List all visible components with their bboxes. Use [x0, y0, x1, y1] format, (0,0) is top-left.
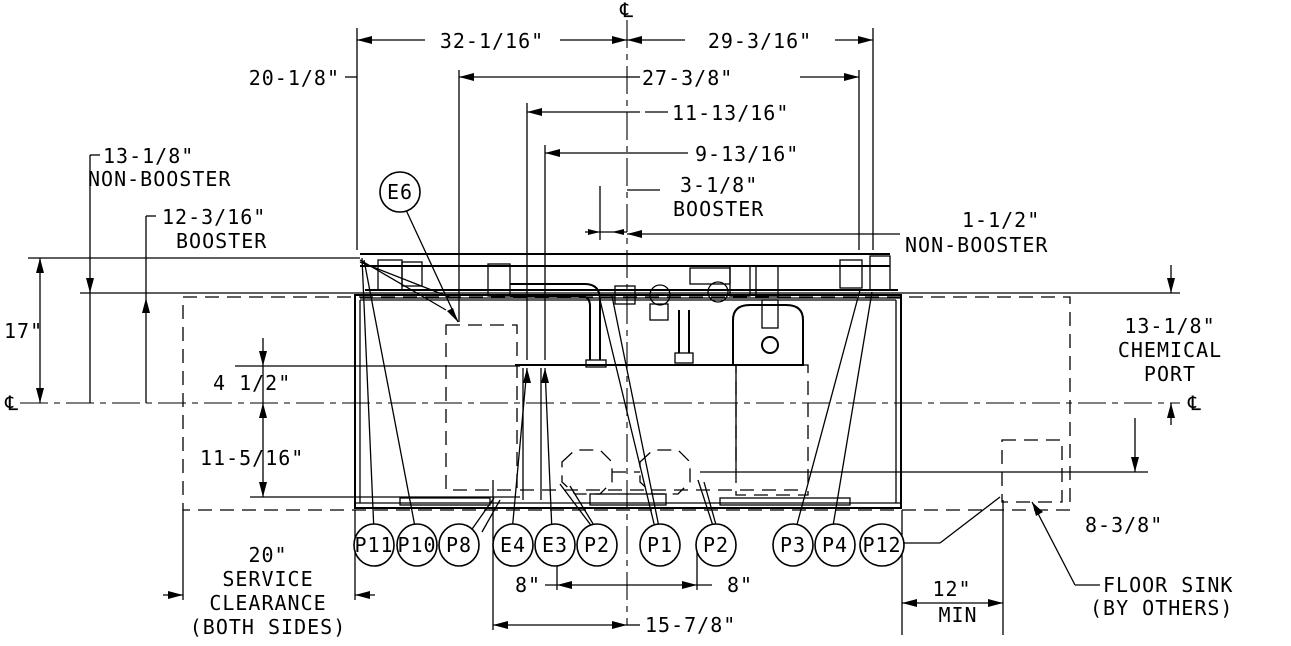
callout-p8: P8 [438, 523, 480, 567]
svg-text:P4: P4 [822, 533, 848, 557]
svg-text:P11: P11 [354, 533, 393, 557]
callout-p2-left: P2 [576, 523, 618, 567]
dim-15-7-8: 15-7/8" [645, 613, 736, 637]
dim-17: 17" [4, 319, 43, 343]
dim-32-1-16: 32-1/16" [440, 29, 544, 53]
right-dimensions: 13-1/8" CHEMICAL PORT 8-3/8" [700, 265, 1222, 537]
note-service: SERVICE [222, 567, 313, 591]
note-booster: BOOSTER [176, 229, 267, 253]
svg-text:P10: P10 [397, 533, 436, 557]
callout-p10: P10 [396, 523, 438, 567]
dim-13-1-8: 13-1/8" [103, 144, 194, 168]
bottom-dimensions: 20" SERVICE CLEARANCE (BOTH SIDES) 8" 8"… [163, 480, 1233, 639]
callout-e6: E6 [379, 171, 421, 213]
machine-outline [354, 294, 902, 509]
svg-text:P2: P2 [584, 533, 610, 557]
dim-1-1-2: 1-1/2" [962, 208, 1040, 232]
callout-p1: P1 [639, 523, 681, 567]
svg-text:E4: E4 [500, 533, 526, 557]
callout-leaders [359, 209, 1001, 544]
dim-8-left: 8" [515, 573, 541, 597]
note-min: MIN [938, 603, 977, 627]
dim-29-3-16: 29-3/16" [708, 29, 812, 53]
svg-text:E6: E6 [387, 180, 413, 204]
svg-text:P3: P3 [780, 533, 806, 557]
dim-13-1-8-chemical: 13-1/8" [1124, 314, 1215, 338]
callout-p3: P3 [772, 523, 814, 567]
note-by-others: (BY OTHERS) [1090, 596, 1233, 620]
callout-bubbles: E6 P11 P10 P8 E4 E3 P2 P1 [353, 171, 905, 567]
piping [360, 253, 900, 368]
svg-text:P1: P1 [647, 533, 673, 557]
callout-e3: E3 [534, 523, 576, 567]
dim-20: 20" [248, 543, 287, 567]
centerline-symbol-left: ℄ [4, 391, 19, 415]
dim-27-3-8: 27-3/8" [642, 66, 733, 90]
dim-12-3-16: 12-3/16" [162, 205, 266, 229]
floor-sink-outline [1001, 439, 1063, 503]
callout-p11: P11 [353, 523, 395, 567]
note-port: PORT [1144, 362, 1196, 386]
dim-11-13-16: 11-13/16" [672, 101, 789, 125]
dim-11-5-16: 11-5/16" [200, 446, 304, 470]
note-both-sides: (BOTH SIDES) [190, 615, 347, 639]
callout-p4: P4 [814, 523, 856, 567]
dim-8-3-8: 8-3/8" [1085, 513, 1163, 537]
callout-p2-right: P2 [695, 523, 737, 567]
left-dimensions: 17" 13-1/8" NON-BOOSTER 12-3/16" BOOSTER… [4, 144, 1180, 498]
svg-text:E3: E3 [542, 533, 568, 557]
callout-e4: E4 [492, 523, 534, 567]
dim-12: 12" [932, 577, 971, 601]
dim-9-13-16: 9-13/16" [695, 142, 799, 166]
callout-p12: P12 [859, 523, 905, 567]
note-non-booster-b: NON-BOOSTER [905, 233, 1048, 257]
dim-3-1-8: 3-1/8" [680, 173, 758, 197]
dim-4-1-2: 4 1/2" [213, 371, 291, 395]
svg-text:P12: P12 [862, 533, 901, 557]
note-chemical: CHEMICAL [1118, 338, 1222, 362]
pump-left [561, 449, 613, 495]
machine-cabinet [354, 294, 902, 509]
svg-text:P2: P2 [703, 533, 729, 557]
booster-tank [732, 304, 804, 366]
hidden-panel-left [445, 324, 518, 491]
note-booster-b: BOOSTER [673, 197, 764, 221]
centerline-symbol-top: ℄ [619, 0, 634, 22]
service-clearance-outline [182, 296, 1071, 511]
hidden-outlines [182, 296, 1071, 511]
note-non-booster: NON-BOOSTER [88, 167, 231, 191]
note-clearance: CLEARANCE [209, 591, 326, 615]
centerlines: ℄ ℄ ℄ [4, 0, 1202, 625]
centerline-symbol-right: ℄ [1187, 391, 1202, 415]
dim-8-right: 8" [727, 573, 753, 597]
top-dimensions: 32-1/16" 29-3/16" 20-1/8" 27-3/8" 11-13/… [249, 28, 1048, 360]
dim-20-1-8: 20-1/8" [249, 66, 340, 90]
note-floor-sink: FLOOR SINK [1103, 573, 1233, 597]
hidden-panel-right [735, 364, 809, 496]
svg-text:P8: P8 [446, 533, 472, 557]
